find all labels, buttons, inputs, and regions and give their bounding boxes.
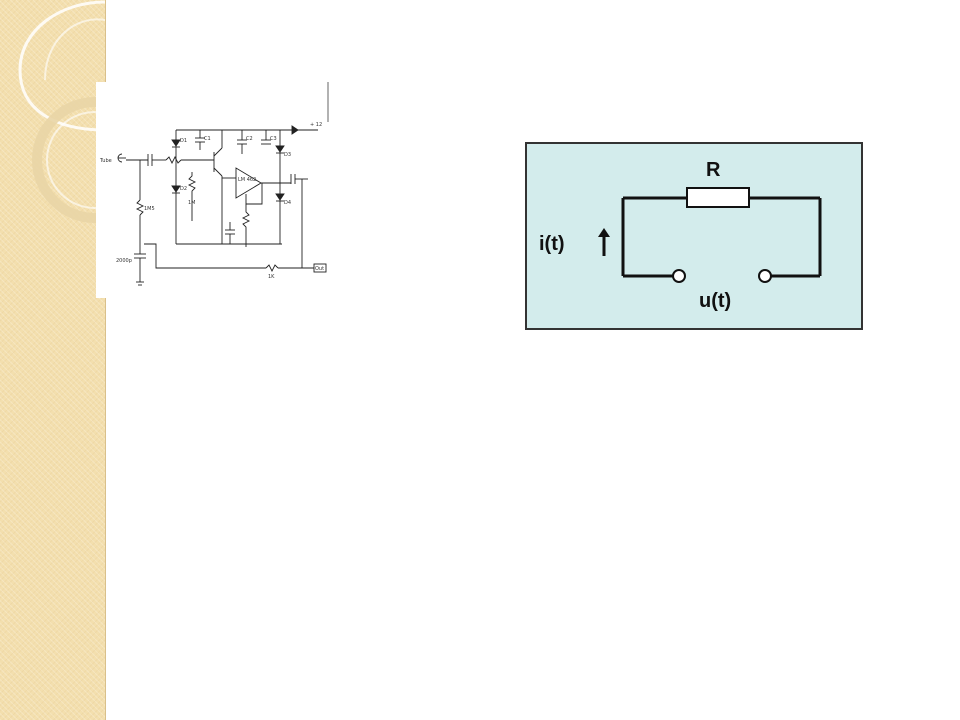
current-arrow-icon (598, 228, 610, 256)
voltage-label: u(t) (699, 290, 731, 312)
schematic-label-1k: 1K (268, 274, 275, 280)
schematic-label-input: Tube (99, 158, 112, 164)
schematic-label-c2: C2 (246, 136, 253, 142)
circuit-svg: R i(t) u(t) (525, 142, 863, 330)
schematic-label-d4: D4 (284, 200, 291, 206)
schematic-label-d2: D2 (180, 186, 187, 192)
rl-circuit-diagram: R i(t) u(t) (525, 142, 863, 330)
decorative-rings (18, 0, 110, 223)
resistor-label: R (706, 159, 721, 181)
schematic-label-1m5: 1M5 (144, 206, 155, 212)
terminal-right (758, 269, 772, 283)
circuit-wires (621, 196, 822, 278)
schematic-label-supply: + 12 (310, 122, 322, 128)
schematic-label-out: Out (315, 266, 324, 272)
schematic-drawing: Tube D1 D2 D3 D4 C1 C2 C3 LM 462 + 12 1M… (99, 82, 329, 286)
circuit-panel-background (525, 142, 863, 330)
schematic-label-d1: D1 (180, 138, 187, 144)
resistor (686, 187, 750, 208)
schematic-label-cap: 2000p (116, 258, 132, 264)
schematic-label-c1: C1 (204, 136, 211, 142)
schematic-label-c3: C3 (270, 136, 277, 142)
terminal-left (672, 269, 686, 283)
schematic-label-opamp: LM 462 (238, 177, 256, 183)
current-label: i(t) (539, 233, 565, 255)
hand-drawn-schematic: Tube D1 D2 D3 D4 C1 C2 C3 LM 462 + 12 1M… (96, 82, 330, 298)
schematic-label-1m: 1M (188, 200, 196, 206)
decorative-side-band (0, 0, 110, 720)
schematic-label-d3: D3 (284, 152, 291, 158)
